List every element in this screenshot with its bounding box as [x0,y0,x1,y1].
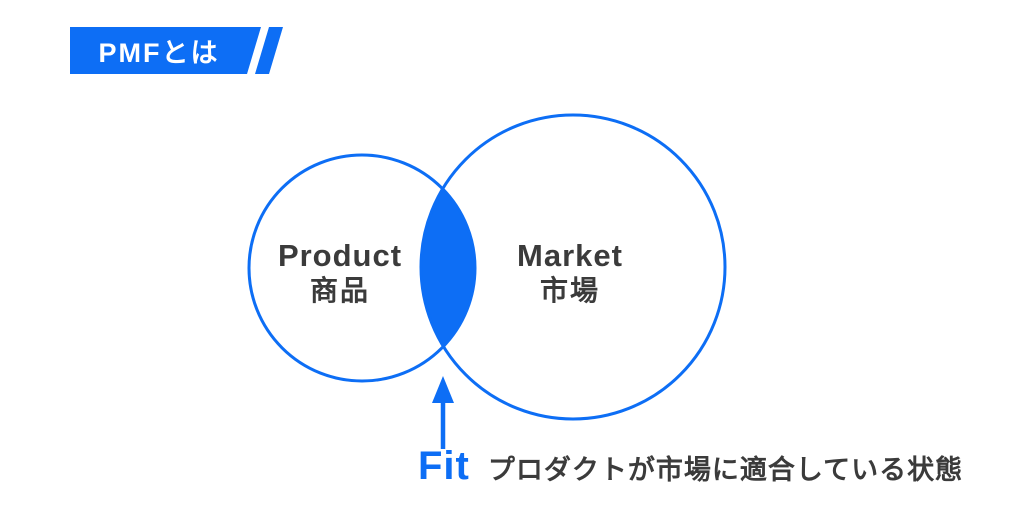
fit-caption: Fit プロダクトが市場に適合している状態 [418,444,963,489]
title-badge: PMFとは [70,27,248,74]
title-badge-shape [70,27,261,74]
product-title: Product [277,238,403,273]
title-badge-stripe [255,27,283,74]
fit-description: プロダクトが市場に適合している状態 [487,455,964,485]
market-subtitle: 市場 [539,275,600,306]
product-subtitle: 商品 [309,275,370,306]
market-title: Market [517,238,623,273]
arrow-up-icon [432,376,454,449]
market-circle [419,113,727,421]
product-label: Product 商品 [278,237,402,307]
market-label: Market 市場 [517,237,623,307]
page-title: PMFとは [98,38,220,68]
product-circle [247,153,477,383]
fit-label: Fit [418,444,470,488]
